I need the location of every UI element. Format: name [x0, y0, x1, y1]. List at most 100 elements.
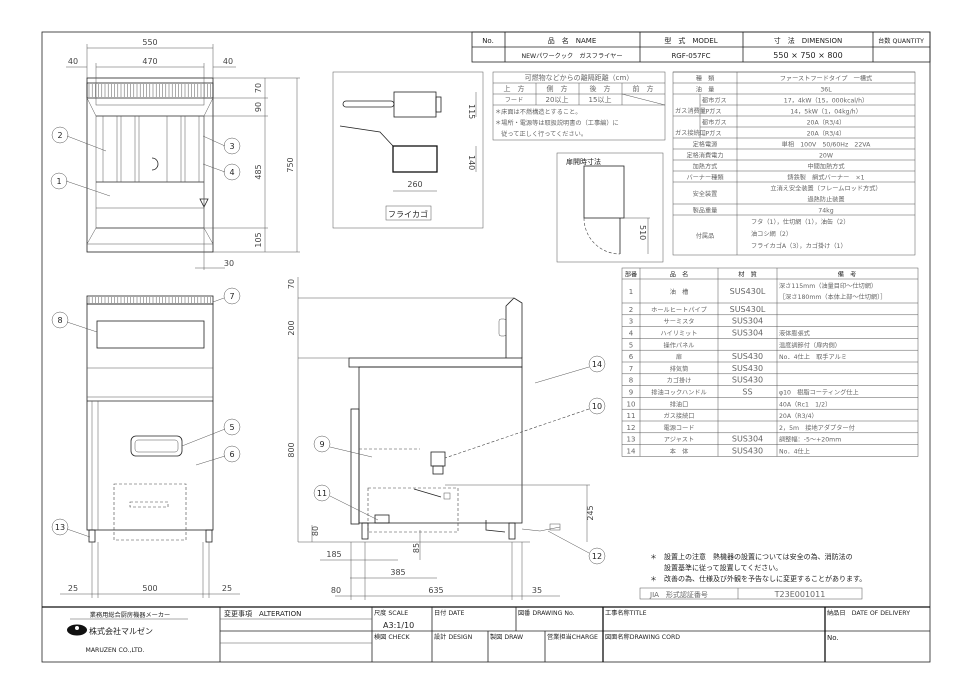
part-name: ハイリミット: [660, 331, 697, 338]
spec-label: 定格電源: [693, 141, 718, 149]
spec-value: 中間加熱方式: [807, 163, 844, 171]
plan-dim: 40: [223, 57, 233, 66]
side-dim: 200: [287, 320, 296, 335]
spec-group-label: ガス接続口: [675, 129, 706, 137]
drawing-no-label: 図番 DRAWING No.: [518, 610, 575, 617]
part-material: SUS430: [732, 447, 763, 456]
maker-tagline: 業務用総合厨房機器メーカー: [90, 611, 170, 619]
header-dimension: 寸 法 DIMENSION: [774, 36, 842, 45]
part-name: 排油口: [670, 400, 689, 408]
plan-dim: 470: [142, 57, 157, 66]
design-label: 設計 DESIGN: [434, 633, 473, 641]
spec-group-label: ガス消費量: [675, 107, 706, 115]
header-no: No.: [482, 37, 494, 45]
part-name: 油 槽: [670, 288, 689, 296]
part-number: 11: [627, 412, 636, 420]
door-title: 扉開時寸法: [566, 157, 601, 166]
check-label: 検図 CHECK: [374, 633, 411, 641]
spec-value: 17，4kW（15，000kcal/h）: [784, 98, 868, 105]
spec-label: バーナー種類: [686, 174, 724, 182]
side-dim: 800: [287, 442, 296, 457]
company-name-en: MARUZEN CO.,LTD.: [85, 647, 144, 654]
drawing-cord-label: 図面名称DRAWING CORD: [605, 633, 680, 641]
note-line: ＊ 改善の為、仕様及び外観を予告なしに変更することがあります。: [650, 574, 866, 583]
balloon: 6: [229, 450, 234, 459]
draw-label: 製図 DRAW: [490, 633, 523, 641]
part-note: 調整幅：-5～+20mm: [779, 436, 841, 444]
spec-value: 立消え安全装置（フレームロッド方式）: [770, 185, 881, 193]
clearance-header: 前 方: [633, 84, 654, 93]
part-number: 7: [629, 365, 633, 373]
part-number: 8: [629, 377, 633, 385]
side-dim: 635: [428, 586, 443, 595]
basket-label: フライカゴ: [388, 209, 428, 219]
part-material: SUS430: [732, 364, 763, 373]
balloon: 14: [592, 360, 602, 369]
basket-dim: 260: [407, 180, 422, 189]
spec-value: 単相 100V 50/60Hz 22VA: [782, 141, 871, 149]
spec-value: 20W: [819, 153, 833, 160]
part-material: SUS304: [732, 317, 763, 326]
spec-value: 14，5kW（1，04kg/h）: [790, 109, 862, 116]
product-title-block: No. 品 名 NAME 型 式 MODEL 寸 法 DIMENSION 台数 …: [471, 31, 931, 63]
note-line: 設置基準に従って設置してください。: [650, 563, 782, 572]
spec-value: 油コシ網（2）: [751, 230, 792, 238]
footer-title-block: 業務用総合厨房機器メーカー 株式会社マルゼン MARUZEN CO.,LTD. …: [42, 606, 930, 662]
part-material: SUS430L: [730, 305, 766, 314]
balloon: 10: [592, 402, 602, 411]
plan-dim: 550: [142, 38, 157, 47]
clearance-header: 側 方: [547, 84, 568, 93]
clearance-header: 上 方: [504, 84, 525, 93]
spec-value: フライカゴA（3），カゴ掛け（1）: [751, 242, 847, 250]
plan-dim: 105: [254, 232, 263, 247]
balloon: 2: [57, 131, 62, 140]
date-label: 日付 DATE: [434, 609, 465, 617]
plan-dim: 30: [224, 259, 234, 268]
spec-sub-label: LPガス: [702, 130, 722, 138]
front-dim: 25: [68, 584, 78, 593]
part-note: 20A（R3/4）: [779, 413, 818, 420]
clearance-title: 可燃物などからの離隔距離（cm）: [525, 73, 634, 82]
part-note: φ10 樹脂コーティング仕上: [779, 389, 859, 397]
spec-label: 安全装置: [693, 190, 718, 198]
plan-dim: 485: [254, 164, 263, 179]
part-number: 12: [627, 424, 636, 432]
part-note: 深さ115mm（油量目印～仕切網）: [779, 282, 877, 290]
delivery-label: 納品日 DATE OF DELIVERY: [827, 609, 910, 617]
side-dim: 80: [331, 586, 341, 595]
balloon: 11: [317, 489, 327, 498]
header-name: 品 名 NAME: [548, 36, 597, 45]
part-number: 1: [629, 288, 633, 296]
side-dim: 80: [311, 526, 320, 536]
number-label: No.: [827, 634, 839, 642]
spec-value: 74kg: [818, 208, 833, 215]
door-dim: 510: [638, 225, 647, 240]
part-material: SUS430: [732, 376, 763, 385]
alteration-label: 変更事項 ALTERATION: [224, 609, 301, 618]
spec-label: 製品重量: [693, 207, 718, 215]
spec-sub-label: LPガス: [702, 108, 722, 116]
part-number: 5: [629, 341, 633, 349]
charge-label: 営業担当CHARGE: [547, 633, 598, 641]
part-name: 操作パネル: [664, 341, 695, 349]
part-number: 4: [629, 330, 634, 338]
part-name: ホールヒートパイプ: [651, 307, 707, 314]
part-note: ［深さ180mm（本体上部～仕切網）］: [779, 293, 886, 301]
side-view: 70 200 800 245 80 85 185 385 80 635 35 1…: [287, 277, 606, 600]
front-dim: 500: [142, 584, 157, 593]
balloon: 7: [229, 292, 234, 301]
side-dim: 385: [390, 568, 405, 577]
spec-label: 加熱方式: [693, 163, 718, 171]
part-name: 本 体: [670, 448, 689, 456]
part-note: No．4仕上: [779, 448, 810, 456]
spec-value: ファーストフードタイプ 一槽式: [780, 75, 873, 83]
balloon: 9: [319, 440, 324, 449]
spec-label: 付属品: [696, 232, 715, 240]
jia-label: JIA 形式認証番号: [649, 590, 708, 599]
part-name: 排気筒: [670, 365, 689, 373]
door-open-view: 扉開時寸法 510: [556, 152, 664, 263]
part-note: 液体膨張式: [779, 330, 810, 338]
part-number: 9: [629, 389, 633, 397]
